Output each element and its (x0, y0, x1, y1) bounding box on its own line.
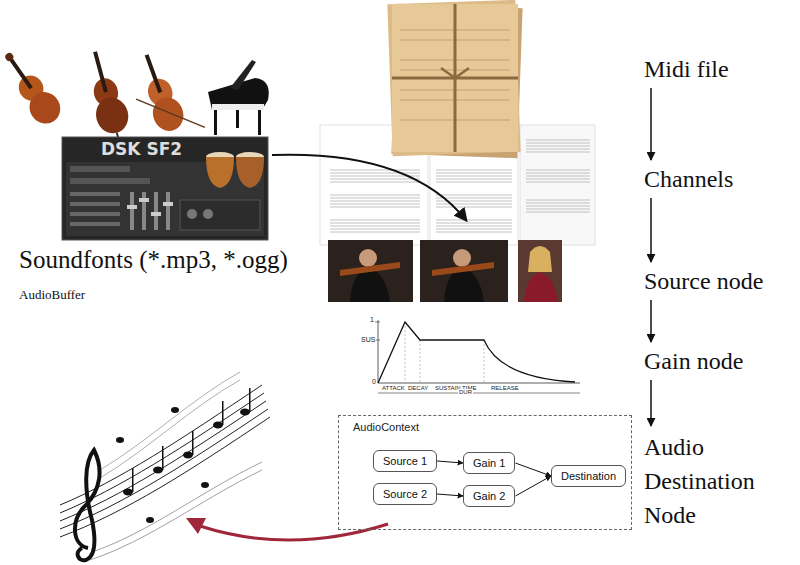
cello-picture (123, 45, 205, 147)
audio-node-box: Source 2 (373, 483, 437, 505)
flow-step: Audio Destination Node (644, 430, 784, 532)
caption-label: 1 (369, 316, 375, 324)
node-text: Gain 1 (473, 456, 505, 470)
node-text: Channels (644, 164, 733, 194)
piano-picture (208, 60, 269, 135)
timpani-picture (206, 152, 264, 188)
node-text: Destination (561, 469, 616, 483)
flow-arrow (650, 300, 652, 342)
node-text: Source 2 (383, 487, 427, 501)
node-text: Midi file (644, 54, 729, 84)
caption-label: ATTACK (381, 385, 406, 392)
flow-step: Source node (644, 266, 763, 296)
signal-arrow (515, 463, 551, 476)
node-text: Source 1 (383, 454, 427, 468)
audio-node-box: Gain 2 (463, 485, 515, 507)
flow-arrow (650, 88, 652, 160)
caption-label: AudioBuffer (18, 287, 86, 303)
violin-picture (0, 45, 66, 129)
caption-label: DUR (458, 389, 473, 396)
caption-label: DSK SF2 (100, 139, 183, 159)
flow-step: Midi file (644, 54, 729, 84)
double-bass-picture (80, 48, 134, 143)
caption-label: RELEASE (490, 385, 520, 392)
node-text: Gain node (644, 346, 743, 376)
flow-step: Channels (644, 164, 733, 194)
audio-node-box: Destination (551, 465, 626, 487)
player-photos (328, 240, 562, 302)
audio-node-box: Source 1 (373, 450, 437, 472)
flow-arrow (650, 380, 652, 426)
node-text: Audio Destination Node (644, 430, 784, 532)
signal-arrow (515, 476, 551, 496)
audio-context-frame: AudioContextSource 1 Gain 1 DestinationSou… (338, 415, 632, 530)
node-text: AudioContext (353, 421, 419, 433)
node-text: Source node (644, 266, 763, 296)
soundfont-arrow (272, 155, 466, 220)
flow-step: Gain node (644, 346, 743, 376)
caption-label: DECAY (407, 385, 429, 392)
caption-label: Soundfonts (*.mp3, *.ogg) (18, 245, 289, 275)
red-curved-arrow (200, 524, 388, 540)
music-swirl-picture (60, 372, 270, 560)
signal-arrow (437, 461, 463, 463)
signal-arrow (437, 494, 463, 496)
node-text: Gain 2 (473, 489, 505, 503)
caption-label: 0 (371, 378, 377, 386)
soundfont-player-panel (62, 137, 268, 240)
red-arrow-head (186, 518, 206, 534)
flow-arrow (650, 198, 652, 262)
caption-label: SUS (360, 336, 376, 344)
adsr-envelope-graph (375, 320, 580, 393)
paper-bundle (387, 0, 522, 158)
audio-node-box: Gain 1 (463, 452, 515, 474)
